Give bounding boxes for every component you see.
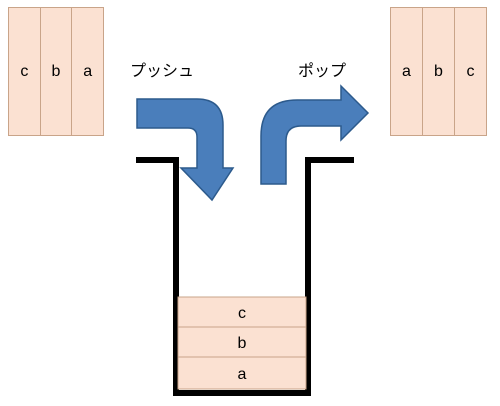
output-card-1: a — [391, 8, 423, 135]
container-item-top-label: c — [238, 305, 246, 322]
stack-container — [136, 157, 354, 396]
input-card-2: b — [41, 8, 73, 135]
output-card-3: c — [466, 62, 475, 80]
push-arrow-icon — [136, 98, 235, 202]
input-card-1: c — [9, 8, 41, 135]
container-item-middle — [177, 326, 307, 358]
output-card-group: a b c — [390, 7, 487, 136]
container-items: c b a — [177, 296, 307, 390]
input-card-3: a — [83, 62, 93, 80]
container-item-top — [177, 296, 307, 328]
pop-label: ポップ — [298, 63, 347, 80]
container-item-bottom-label: a — [238, 366, 247, 383]
input-card-group: c b a — [8, 7, 104, 136]
output-card-2: b — [423, 8, 455, 135]
push-label: プッシュ — [130, 63, 195, 80]
pop-arrow-icon — [260, 84, 370, 185]
container-item-middle-label: b — [238, 335, 247, 352]
container-item-bottom — [177, 356, 307, 390]
